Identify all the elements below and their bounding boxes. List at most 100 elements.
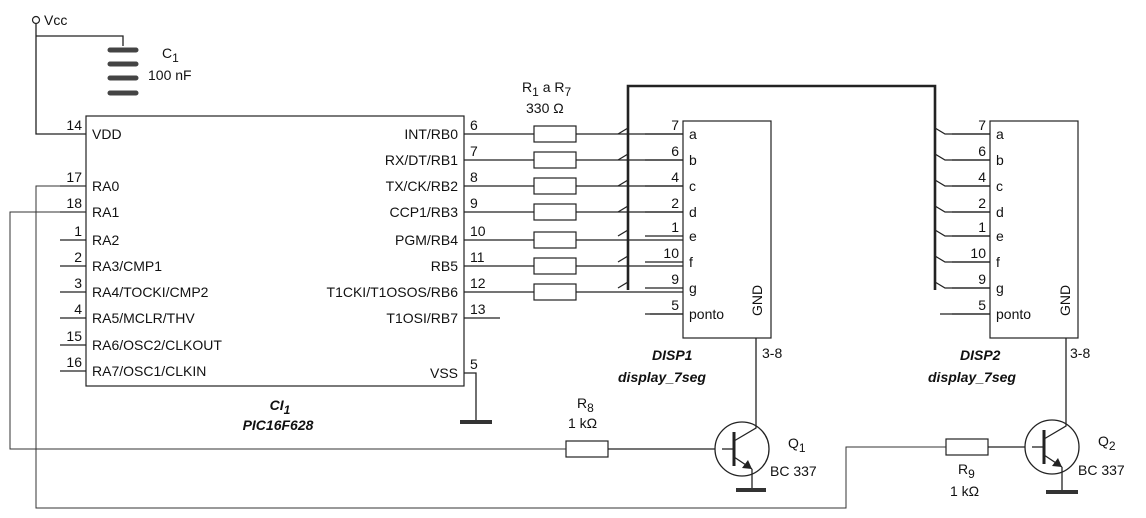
ic-left-pin-label: VDD: [92, 126, 122, 142]
disp1-pin-label: c: [689, 178, 696, 194]
ic-right-pin-label: PGM/RB4: [395, 232, 458, 248]
disp1-gnd-label: GND: [749, 285, 765, 316]
ic-left-pin-label: RA4/TOCKI/CMP2: [92, 284, 209, 300]
disp1-pin-label: e: [689, 228, 697, 244]
disp2-pin-num: 6: [978, 143, 986, 159]
disp2-pin-num: 7: [978, 117, 986, 133]
disp2-pin-label: g: [996, 280, 1004, 296]
ic-left-pin-num: 1: [74, 223, 82, 239]
disp1-pin-num: 7: [671, 117, 679, 133]
ic-right-pin-num: 11: [470, 249, 485, 265]
disp1-pin-label: d: [689, 204, 697, 220]
c1-name: C1: [162, 45, 179, 65]
ic-left-pin-num: 14: [66, 117, 82, 133]
transistor-q2: Q2 BC 337: [1024, 419, 1125, 494]
ic-right-pin-label: T1OSI/RB7: [386, 310, 458, 326]
capacitor-c1: C1 100 nF: [107, 45, 192, 96]
disp1-pin-num: 1: [671, 219, 679, 235]
ic-body: [85, 115, 465, 387]
ic-model: PIC16F628: [243, 417, 314, 433]
q2-name: Q2: [1098, 433, 1116, 453]
disp1-pin-num: 4: [671, 169, 679, 185]
ic-left-pin-num: 3: [74, 275, 82, 291]
q1-model: BC 337: [770, 463, 817, 479]
disp1-pin-label: ponto: [689, 306, 724, 322]
ic-left-pin-label: RA0: [92, 178, 119, 194]
r8-value: 1 kΩ: [568, 415, 597, 431]
resistor-segment: [533, 231, 577, 249]
ic-right-pin-label: CCP1/RB3: [390, 204, 459, 220]
disp2-body: [989, 120, 1079, 339]
r9-name: R9: [958, 461, 975, 481]
ic-right-pin-num: 8: [470, 169, 478, 185]
disp2-gnd-label: GND: [1057, 285, 1073, 316]
ic-left-pin-num: 2: [74, 249, 82, 265]
r1-7-value: 330 Ω: [526, 100, 564, 116]
disp2-gnd-pins: 3-8: [1070, 345, 1090, 361]
disp2-pin-label: a: [996, 126, 1004, 142]
ic-right-pin-label: RB5: [431, 258, 458, 274]
ic-left-pin-num: 15: [66, 328, 82, 344]
disp2-pin-num: 2: [978, 195, 986, 211]
ic-left-pin-num: 18: [66, 195, 82, 211]
resistor-segment: [533, 151, 577, 169]
ic-right-pin-num: 12: [470, 275, 486, 291]
disp1-gnd-pins: 3-8: [762, 345, 782, 361]
ic-left-pin-num: 17: [66, 169, 82, 185]
r8-name: R8: [577, 395, 594, 415]
disp2-pin-label: c: [996, 178, 1003, 194]
ic-right-pin-num: 9: [470, 195, 478, 211]
disp1-pin-num: 10: [663, 245, 679, 261]
disp2-pin-label: d: [996, 204, 1004, 220]
disp1-pin-label: g: [689, 280, 697, 296]
vcc-label: Vcc: [44, 12, 67, 28]
ic-right-pin-label: T1CKI/T1OSOS/RB6: [327, 284, 459, 300]
disp2-type: display_7seg: [928, 369, 1016, 385]
disp1-pin-num: 5: [671, 297, 679, 313]
r9-value: 1 kΩ: [950, 483, 979, 499]
ic-right-pin-num: 7: [470, 143, 478, 159]
disp1-name: DISP1: [652, 347, 693, 363]
disp2-pin-num: 4: [978, 169, 986, 185]
ic-left-pin-label: RA7/OSC1/CLKIN: [92, 363, 206, 379]
disp1-pin-label: f: [689, 254, 693, 270]
ic-left-pin-label: RA3/CMP1: [92, 258, 162, 274]
ic-right-pin-num: 6: [470, 117, 478, 133]
disp1-pin-num: 2: [671, 195, 679, 211]
resistor-segment: [533, 283, 577, 301]
disp2-pin-label: b: [996, 152, 1004, 168]
ic-right-pin-num: 10: [470, 223, 486, 239]
vcc-node: Vcc: [31, 12, 124, 135]
disp2-pin-num: 1: [978, 219, 986, 235]
ic-right-pin-label: VSS: [430, 365, 458, 381]
disp2-pin-num: 10: [970, 245, 986, 261]
disp1-type: display_7seg: [618, 369, 706, 385]
ic-left-pin-label: RA5/MCLR/THV: [92, 310, 195, 326]
ic-right-pin-label: TX/CK/RB2: [386, 178, 459, 194]
disp1-pin-label: b: [689, 152, 697, 168]
transistor-q1: Q1 BC 337: [714, 421, 817, 492]
resistor-r9: R9 1 kΩ: [35, 185, 1032, 509]
r1-7-label: R1 a R7: [522, 79, 572, 99]
ic-name: CI1: [270, 397, 291, 417]
resistor-r8: R8 1 kΩ: [9, 211, 722, 458]
ic-left-pin-label: RA1: [92, 204, 119, 220]
resistor-segment: [533, 125, 577, 143]
ic-left-pin-label: RA2: [92, 232, 119, 248]
disp2-pin-num: 9: [978, 271, 986, 287]
disp1-pin-num: 6: [671, 143, 679, 159]
ic-left-pin-num: 16: [66, 354, 82, 370]
resistor-array-r1-r7: R1 a R7 330 Ω: [522, 79, 683, 301]
segment-bus: [617, 84, 990, 315]
disp2-name: DISP2: [960, 347, 1001, 363]
resistor-segment: [533, 257, 577, 275]
ic-right-pin-label: RX/DT/RB1: [385, 152, 458, 168]
disp2-pin-num: 5: [978, 297, 986, 313]
ic-left-pin-num: 4: [74, 301, 82, 317]
resistor-segment: [533, 177, 577, 195]
